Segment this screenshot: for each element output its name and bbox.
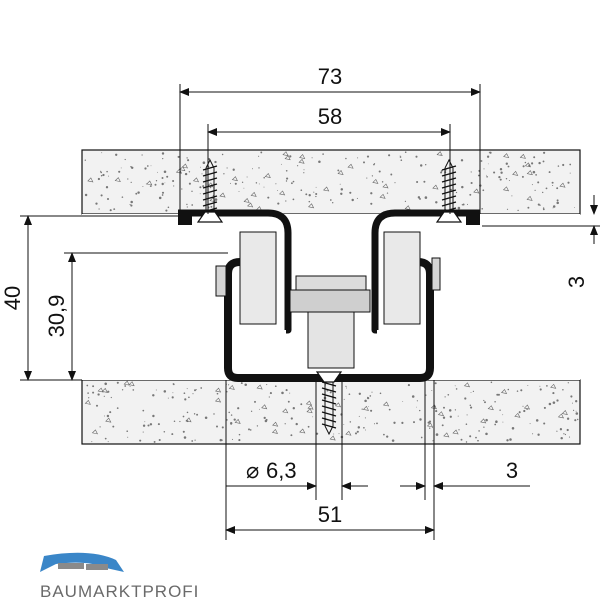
dim-flange-thickness: 3	[564, 276, 589, 288]
dim-width-screws: 58	[318, 104, 342, 129]
logo-text: BAUMARKTPROFI	[40, 582, 199, 600]
bottom-board	[81, 379, 581, 445]
screw-top-left	[196, 158, 224, 223]
dim-bottom-offset: 3	[506, 458, 518, 483]
dim-diameter-symbol: ⌀	[246, 458, 259, 483]
board-texture-bottom	[84, 380, 579, 443]
upper-rail-profile	[178, 209, 480, 334]
dim-height-total: 40	[0, 286, 25, 310]
left-roller	[215, 231, 277, 325]
right-roller	[383, 231, 441, 325]
top-board	[81, 149, 581, 215]
dim-width-total: 73	[318, 64, 342, 89]
center-slider	[289, 275, 371, 369]
screw-top-right	[435, 158, 463, 223]
baumarktprofi-logo: BAUMARKTPROFI	[40, 552, 199, 600]
dim-height-inner: 30,9	[44, 295, 69, 338]
dimension-lines	[20, 84, 600, 540]
dim-bottom-width: 51	[318, 502, 342, 527]
dim-screw-diameter: 6,3	[266, 458, 297, 483]
screw-bottom	[315, 371, 343, 436]
